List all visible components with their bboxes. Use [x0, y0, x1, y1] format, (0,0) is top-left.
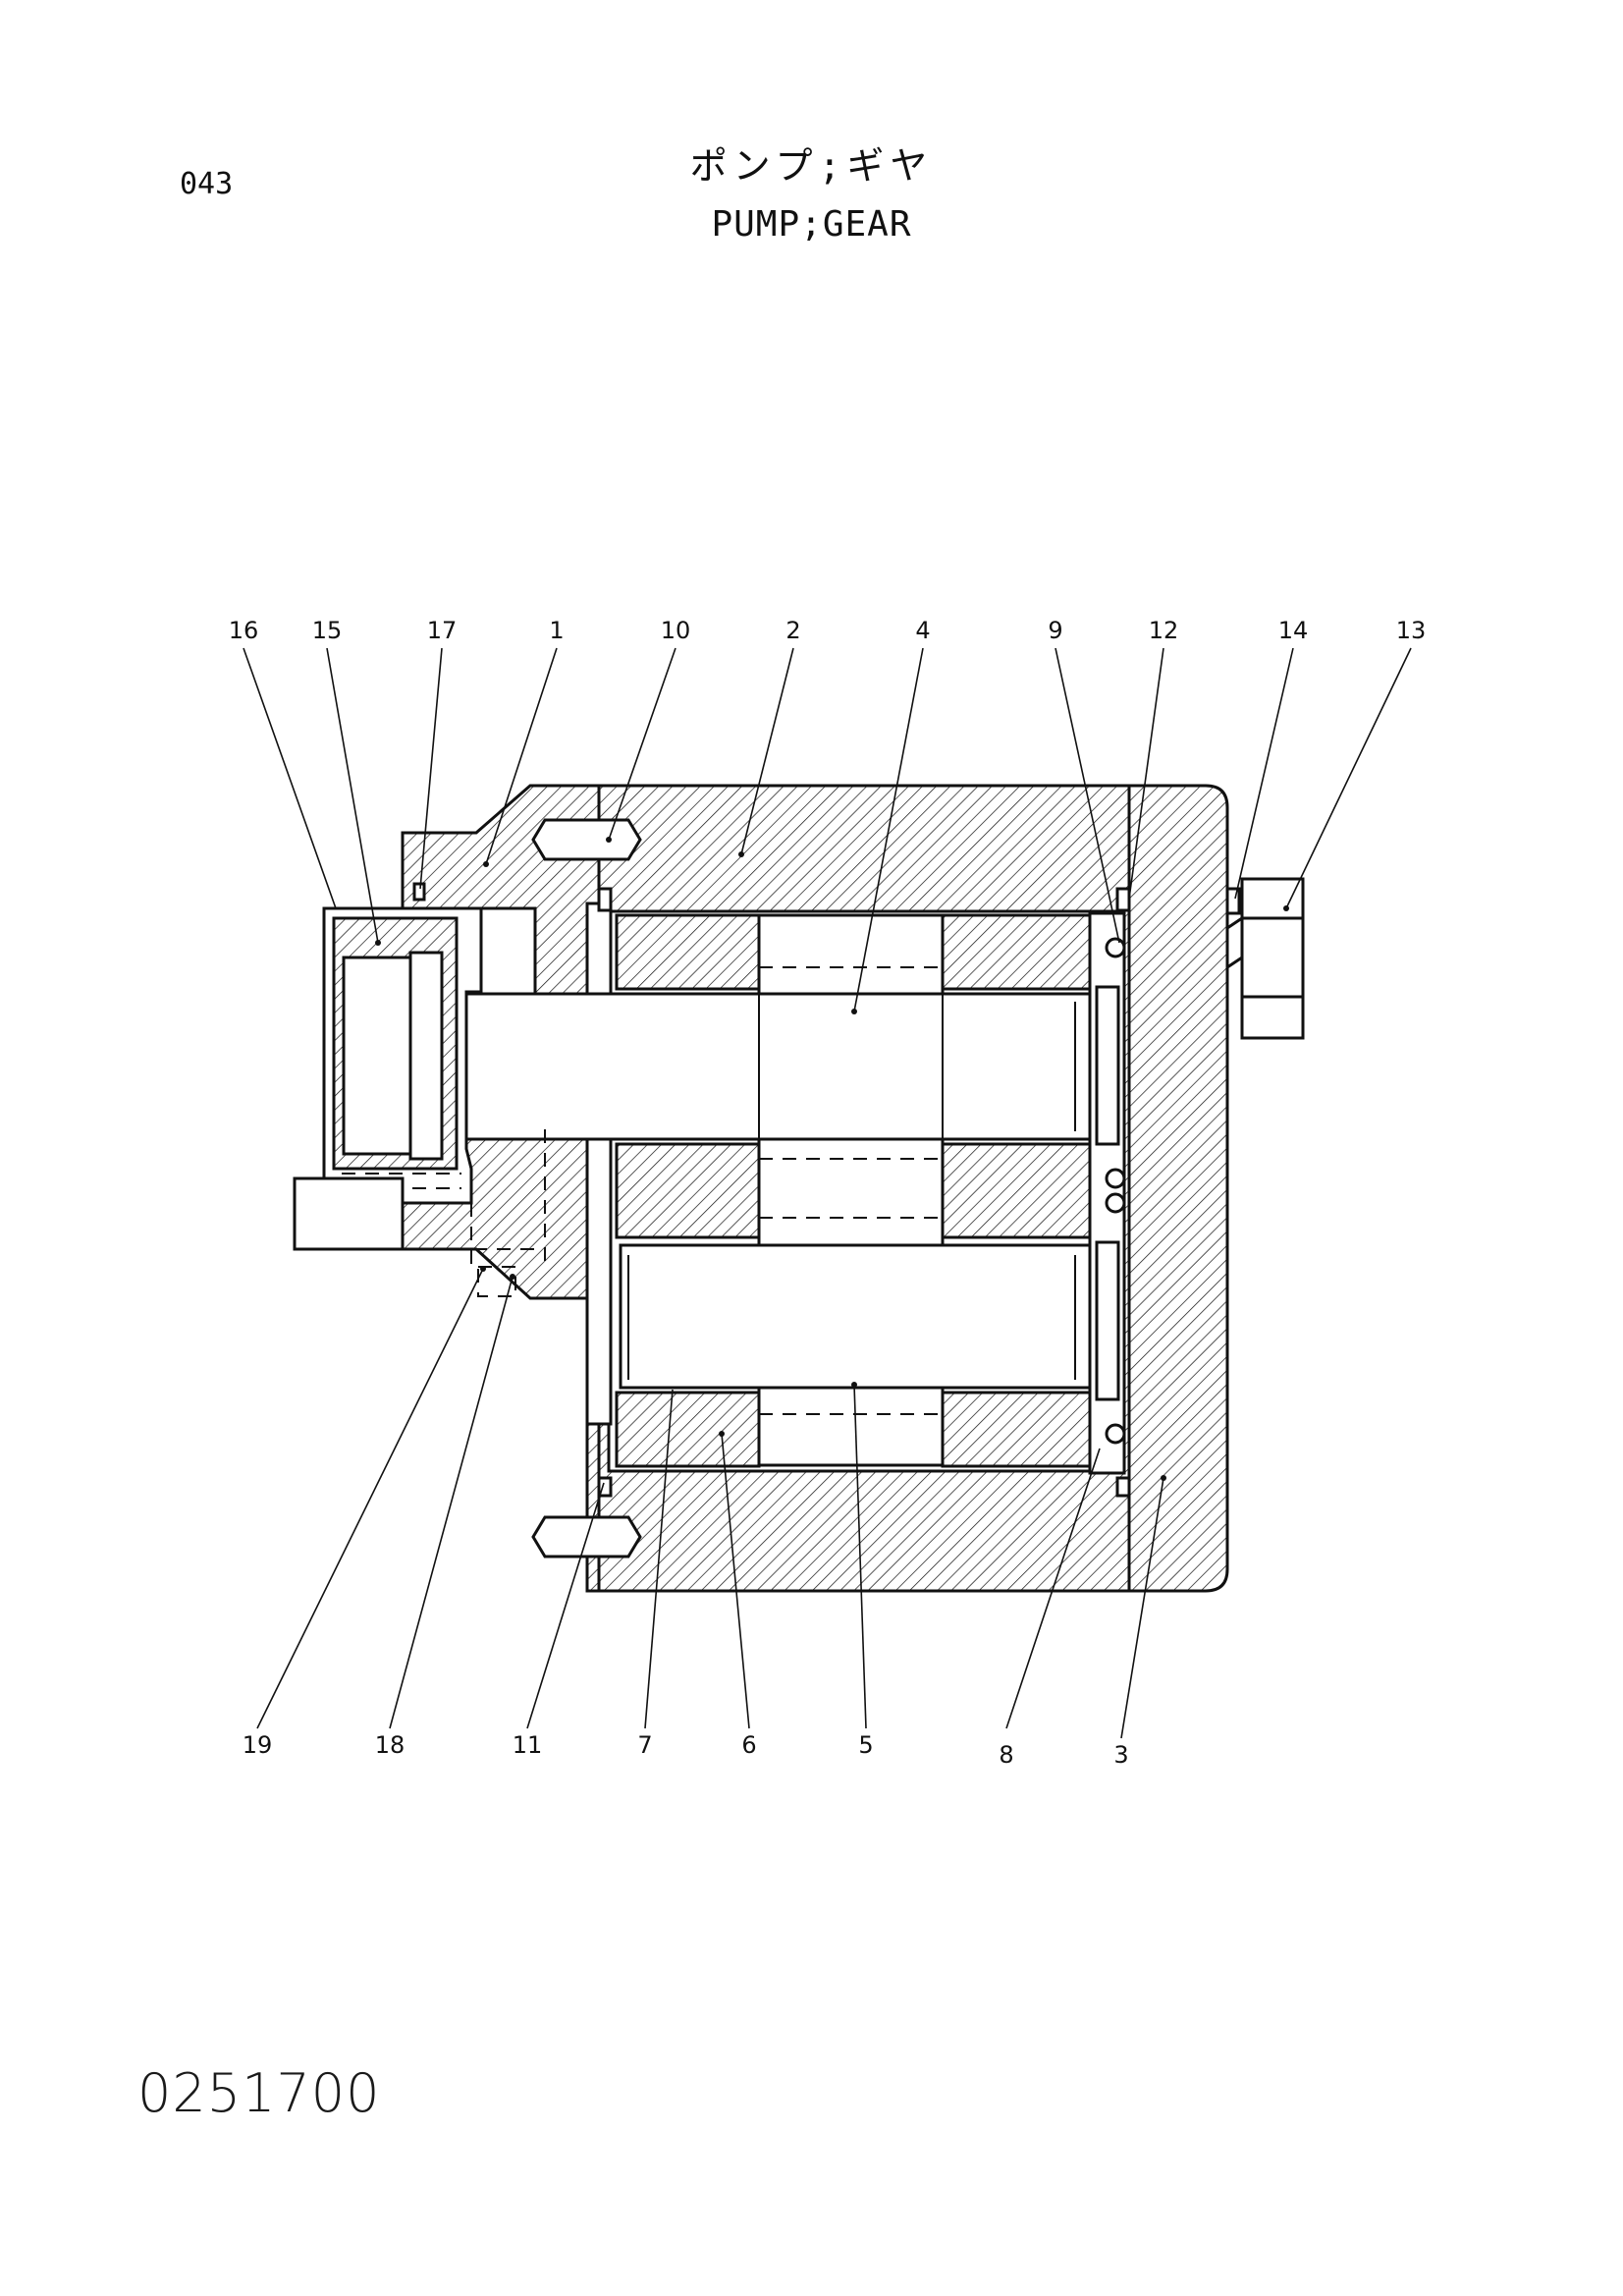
side-plate-front	[585, 902, 613, 1426]
callout-5: 5	[858, 1731, 873, 1759]
callout-10: 10	[661, 617, 691, 644]
dowel-pin-top	[531, 818, 642, 861]
bushing-mid-right	[941, 1142, 1092, 1239]
callout-15: 15	[312, 617, 343, 644]
page-number: 043	[180, 167, 234, 201]
callout-19: 19	[243, 1731, 273, 1759]
callout-7: 7	[637, 1731, 652, 1759]
drive-shaft	[455, 992, 1092, 1141]
document-number: 0251700	[137, 2062, 381, 2124]
bushing-upper-left	[615, 913, 761, 991]
callout-4: 4	[915, 617, 930, 644]
o-ring-upper	[1105, 937, 1126, 958]
callout-17: 17	[427, 617, 458, 644]
callout-12: 12	[1149, 617, 1179, 644]
callout-2: 2	[785, 617, 800, 644]
callout-14: 14	[1278, 617, 1309, 644]
callout-3: 3	[1113, 1741, 1128, 1769]
callout-8: 8	[999, 1741, 1013, 1769]
drain-fitting	[293, 1176, 405, 1251]
title-english: PUMP;GEAR	[711, 204, 912, 245]
callout-labels: 16 15 17 1 10 2 4 9 12 14 13 19 18 11 7 …	[229, 617, 1427, 1769]
callout-9: 9	[1048, 617, 1062, 644]
fitting	[1240, 877, 1305, 1040]
driven-shaft	[619, 1243, 1092, 1390]
callout-16: 16	[229, 617, 259, 644]
retaining-plate	[408, 951, 444, 1161]
bushing-mid-left	[615, 1142, 761, 1239]
leader-lines	[243, 647, 1412, 1739]
callout-13: 13	[1396, 617, 1427, 644]
bushing-lower-left	[615, 1391, 761, 1468]
callout-18: 18	[375, 1731, 406, 1759]
callout-1: 1	[549, 617, 564, 644]
callout-11: 11	[513, 1731, 543, 1759]
rear-cover	[1127, 784, 1229, 1593]
bushing-lower-right	[941, 1391, 1092, 1468]
title-japanese: ポンプ;ギヤ	[689, 144, 934, 188]
bushing-upper-right	[941, 913, 1092, 991]
callout-6: 6	[741, 1731, 756, 1759]
o-ring-lower	[1105, 1423, 1126, 1445]
